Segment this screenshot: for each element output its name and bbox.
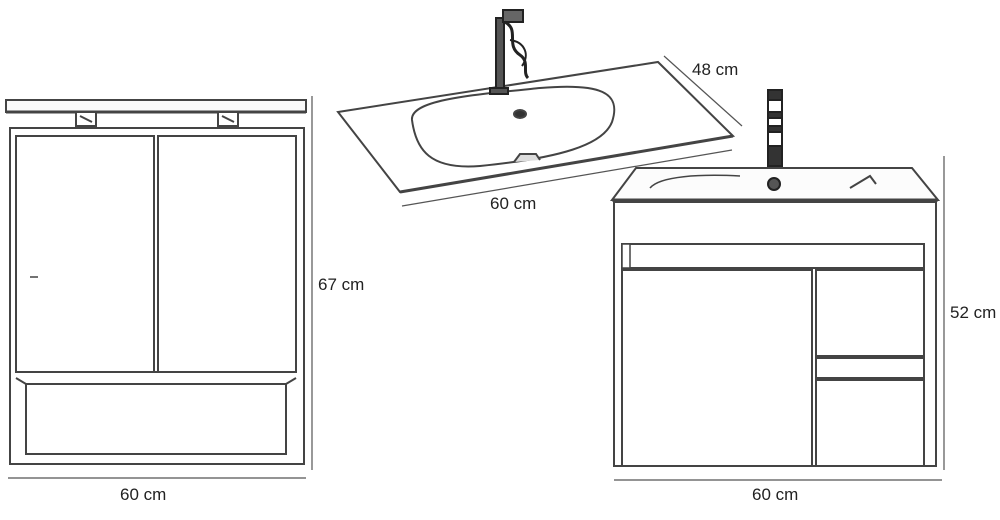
basin-drain: [513, 109, 527, 119]
vanity-door-left: [621, 269, 813, 467]
basin-depth-label: 48 cm: [692, 60, 738, 79]
vanity-faucet-icon: [767, 89, 783, 191]
vanity-drawer-handle-rail: [815, 357, 925, 379]
mirror-height-label: 67 cm: [318, 275, 364, 294]
cabinet-door-left: [15, 135, 155, 373]
basin-top: [336, 60, 736, 194]
vanity-unit: [610, 167, 941, 467]
basin-depth-dimension-line: [663, 55, 743, 127]
basin-faucet-icon: [489, 9, 530, 95]
vanity-width-label: 60 cm: [752, 485, 798, 504]
cabinet-open-shelf: [25, 383, 287, 455]
vanity-drain: [767, 177, 781, 191]
cabinet-door-right: [157, 135, 297, 373]
vanity-carcass: [613, 201, 937, 467]
cabinet-light-bar: [5, 99, 307, 113]
basin-width-label: 60 cm: [490, 194, 536, 213]
mirror-cabinet: [5, 99, 307, 465]
cabinet-body: [9, 127, 305, 465]
vanity-top-drawer: [621, 243, 925, 269]
vanity-drawer-right-upper: [815, 269, 925, 357]
basin-width-dimension-line: [401, 149, 733, 207]
vanity-height-label: 52 cm: [950, 303, 996, 322]
mirror-width-label: 60 cm: [120, 485, 166, 504]
vanity-drawer-right-lower: [815, 379, 925, 467]
basin-bowl: [410, 85, 616, 168]
